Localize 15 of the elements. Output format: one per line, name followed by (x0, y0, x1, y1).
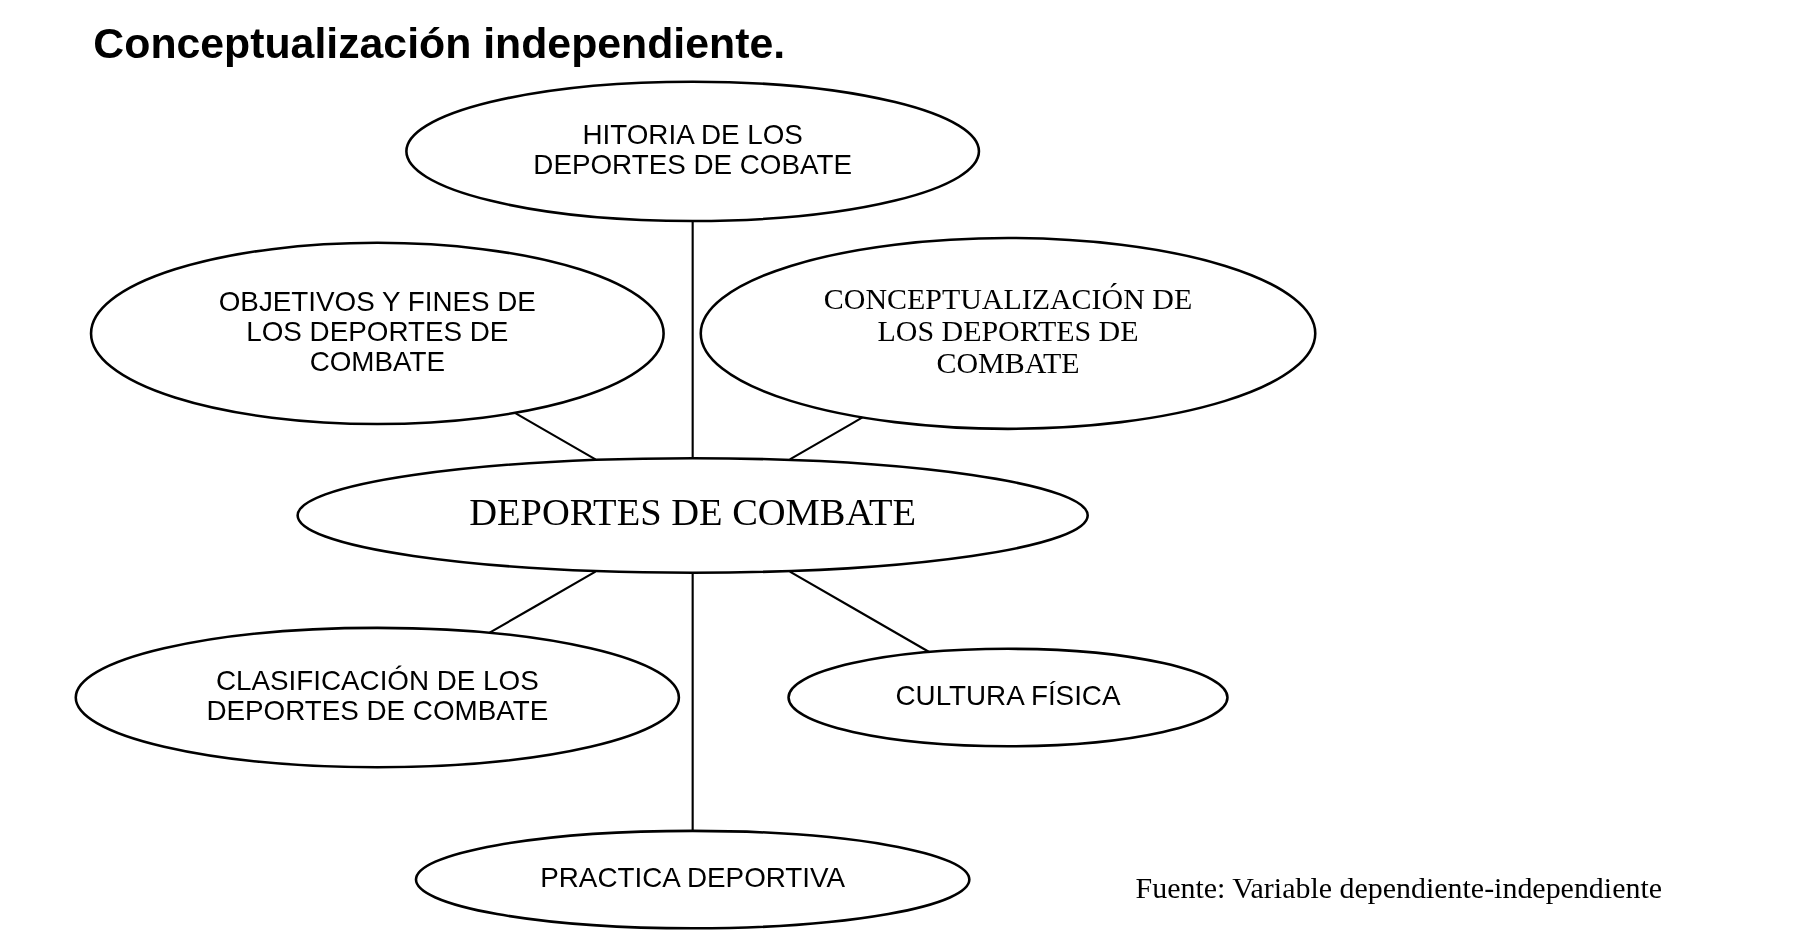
node-ellipse: CULTURA FÍSICA (786, 647, 1229, 747)
connector (691, 572, 694, 831)
node-ellipse: PRACTICA DEPORTIVA (414, 829, 971, 930)
connector (514, 411, 596, 460)
diagram-title: Conceptualización independiente. (92, 18, 785, 67)
node-ellipse: DEPORTES DE COMBATE (295, 456, 1089, 574)
connector (488, 570, 596, 634)
label: Fuente: Variable dependiente-independiente (1135, 870, 1662, 904)
connector (788, 570, 930, 653)
connector (691, 220, 694, 458)
node-ellipse: HITORIA DE LOS DEPORTES DE COBATE (404, 79, 980, 222)
node-ellipse: CLASIFICACIÓN DE LOS DEPORTES DE COMBATE (74, 626, 680, 768)
node-ellipse: CONCEPTUALIZACIÓN DE LOS DEPORTES DE COMBATE (698, 236, 1317, 430)
node-ellipse: OBJETIVOS Y FINES DE LOS DEPORTES DE COMBATE (89, 241, 665, 425)
connector (788, 416, 863, 460)
